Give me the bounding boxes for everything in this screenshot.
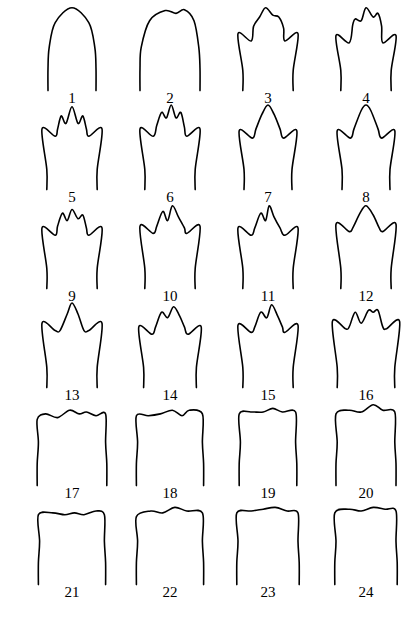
figure-number: 22 [150, 584, 190, 600]
tooth-outline [48, 8, 96, 91]
figure-number: 12 [346, 288, 386, 304]
figure-number: 11 [248, 288, 288, 304]
figure-number: 20 [346, 485, 386, 501]
figure-number: 17 [52, 485, 92, 501]
tooth-outline [42, 303, 102, 388]
tooth-outline [238, 305, 298, 388]
figure-number: 16 [346, 387, 386, 403]
figure-number: 14 [150, 387, 190, 403]
figure-number: 24 [346, 584, 386, 600]
tooth-outline [334, 507, 397, 584]
tooth-outline [332, 310, 400, 388]
tooth-outline [136, 507, 204, 584]
figure-number: 13 [52, 387, 92, 403]
figure-number: 5 [52, 189, 92, 205]
figure-number: 8 [346, 189, 386, 205]
tooth-outline [140, 10, 200, 91]
tooth-outline [38, 511, 106, 585]
figure-number: 7 [248, 189, 288, 205]
tooth-outline [336, 8, 396, 91]
tooth-outline [140, 105, 200, 190]
tooth-outline [336, 206, 396, 289]
tooth-outline [136, 410, 204, 486]
figure-number: 19 [248, 485, 288, 501]
tooth-outline [239, 408, 297, 485]
tooth-outline [239, 105, 297, 190]
tooth-outline [139, 307, 202, 388]
figure-number: 9 [52, 288, 92, 304]
tooth-outline [42, 107, 102, 190]
figure-number: 15 [248, 387, 288, 403]
figure-number: 18 [150, 485, 190, 501]
tooth-outline [337, 105, 395, 190]
figure-number: 10 [150, 288, 190, 304]
figure-number: 3 [248, 90, 288, 106]
figure-number: 2 [150, 90, 190, 106]
figure-number: 23 [248, 584, 288, 600]
tooth-outline [140, 206, 200, 289]
tooth-outline [238, 8, 298, 91]
figure-number: 1 [52, 90, 92, 106]
tooth-outline [238, 206, 298, 289]
tooth-outline [236, 507, 299, 584]
figure-number: 4 [346, 90, 386, 106]
tooth-outline [335, 405, 396, 486]
figure-number: 21 [52, 584, 92, 600]
tooth-outline [42, 209, 102, 288]
tooth-outline [37, 410, 107, 485]
figure-number: 6 [150, 189, 190, 205]
